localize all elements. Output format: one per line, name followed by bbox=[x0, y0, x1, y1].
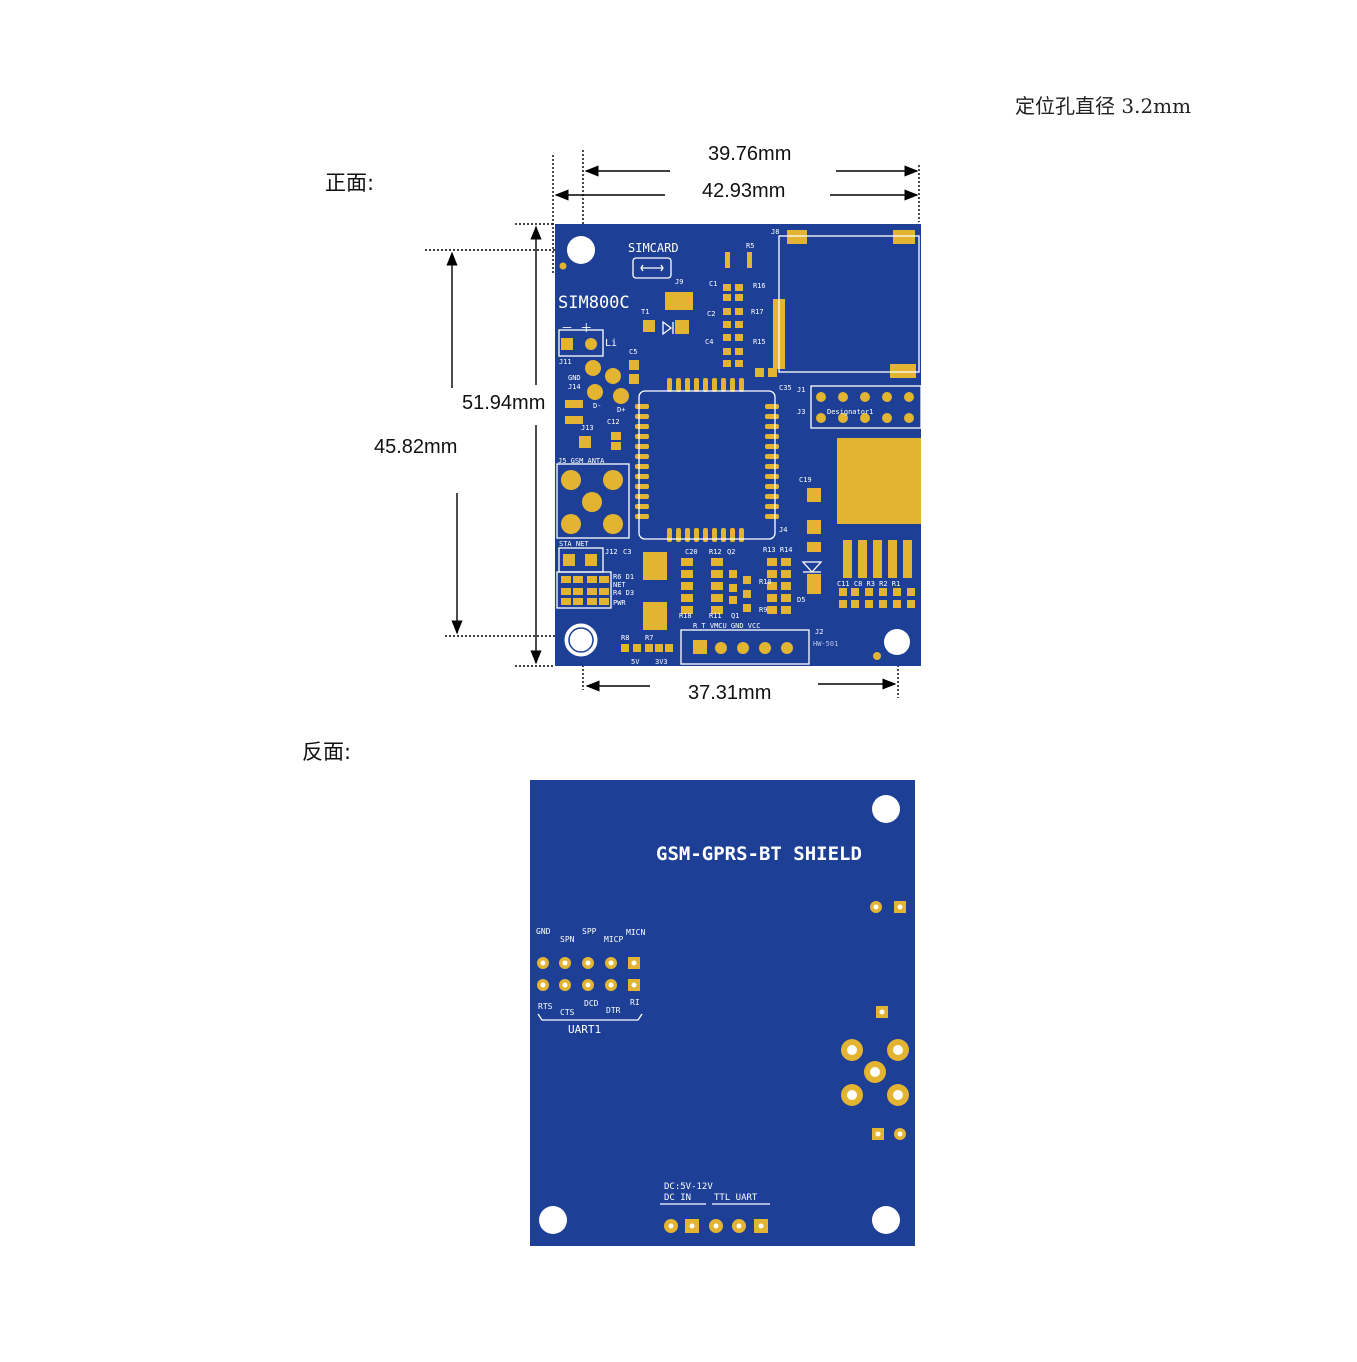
back-pin-ri: RI bbox=[630, 998, 640, 1007]
silk-q2: Q2 bbox=[727, 548, 735, 556]
pcb-back-substrate bbox=[530, 780, 915, 1246]
silk-d-plus: D+ bbox=[617, 406, 625, 414]
silk-r5: R5 bbox=[746, 242, 754, 250]
back-pin-gnd: GND bbox=[536, 927, 551, 936]
silk-c4: C4 bbox=[705, 338, 713, 346]
silk-j5-gsm-anta: J5 GSM ANTA bbox=[558, 457, 605, 465]
silk-r16: R16 bbox=[753, 282, 766, 290]
back-board-title: GSM-GPRS-BT SHIELD bbox=[656, 843, 862, 865]
silk-r13-r14: R13 R14 bbox=[763, 546, 793, 554]
back-ttl-uart: TTL UART bbox=[714, 1193, 758, 1203]
back-pin-rts: RTS bbox=[538, 1002, 553, 1011]
silk-r8: R8 bbox=[621, 634, 629, 642]
silk-c20: C20 bbox=[685, 548, 698, 556]
silk-pwr: PWR bbox=[613, 599, 626, 607]
silk-sta-net: STA NET bbox=[559, 540, 589, 548]
silk-r7: R7 bbox=[645, 634, 653, 642]
silk-hw-501: HW-501 bbox=[813, 640, 838, 648]
back-mount-hole-top-right bbox=[872, 795, 900, 823]
pcb-back: GSM-GPRS-BT SHIELD GND SPN SPP MICP MICN… bbox=[530, 780, 915, 1246]
back-pin-spp: SPP bbox=[582, 927, 597, 936]
back-pin-dcd: DCD bbox=[584, 999, 599, 1008]
silk-r4-d3: R4 D3 bbox=[613, 589, 634, 597]
front-silkscreen bbox=[556, 235, 921, 665]
silk-li: Li bbox=[605, 338, 617, 349]
silk-j1: J1 bbox=[797, 386, 805, 394]
silk-polarity: － ＋ bbox=[561, 321, 592, 335]
silk-c1: C1 bbox=[709, 280, 717, 288]
silk-r18: R18 bbox=[679, 612, 692, 620]
dim-left-inner: 45.82mm bbox=[374, 436, 458, 458]
back-silkscreen bbox=[537, 1013, 770, 1205]
silk-r17: R17 bbox=[751, 308, 764, 316]
silk-simcard: SIMCARD bbox=[628, 241, 679, 255]
silk-r9: R9 bbox=[759, 606, 767, 614]
silk-r11: R11 bbox=[709, 612, 722, 620]
silk-c12: C12 bbox=[607, 418, 620, 426]
silk-c11-r1: C11 C8 R3 R2 R1 bbox=[837, 580, 900, 588]
dim-left-outer: 51.94mm bbox=[462, 392, 546, 414]
silk-3v3: 3V3 bbox=[655, 658, 668, 666]
silk-r6-d1: R6 D1 bbox=[613, 573, 634, 581]
silk-uart-header: R T VMCU GND VCC bbox=[693, 622, 760, 630]
dim-bottom: 37.31mm bbox=[688, 682, 772, 704]
back-pin-micn: MICN bbox=[626, 928, 645, 937]
silk-j4: J4 bbox=[779, 526, 787, 534]
silk-d5: D5 bbox=[797, 596, 805, 604]
dim-top-inner: 39.76mm bbox=[708, 143, 792, 165]
silk-j14: J14 bbox=[568, 383, 581, 391]
back-dc-voltage: DC:5V-12V bbox=[664, 1182, 713, 1192]
back-mount-hole-bottom-right bbox=[872, 1206, 900, 1234]
silk-designator: Designator1 bbox=[827, 408, 873, 416]
back-copper bbox=[537, 901, 909, 1233]
silk-d-minus: D- bbox=[593, 402, 601, 410]
silk-j8: J8 bbox=[771, 228, 779, 236]
back-pin-micp: MICP bbox=[604, 935, 623, 944]
silk-5v: 5V bbox=[631, 658, 640, 666]
back-pin-dtr: DTR bbox=[606, 1006, 621, 1015]
silk-j2: J2 bbox=[815, 628, 823, 636]
silk-j13: J13 bbox=[581, 424, 594, 432]
dim-top-outer: 42.93mm bbox=[702, 180, 786, 202]
silk-gnd: GND bbox=[568, 374, 581, 382]
back-pin-cts: CTS bbox=[560, 1008, 575, 1017]
silk-c19: C19 bbox=[799, 476, 812, 484]
mount-hole-bottom-left bbox=[564, 623, 598, 657]
silk-r12: R12 bbox=[709, 548, 722, 556]
back-pad-holes bbox=[540, 904, 903, 1229]
silk-c3: C3 bbox=[623, 548, 631, 556]
silk-j12: J12 bbox=[605, 548, 618, 556]
mounting-hole-note: 定位孔直径 3.2mm bbox=[1015, 94, 1192, 118]
pcb-front: SIMCARD SIM800C － ＋ Li J8 R5 J9 T1 C1 R1… bbox=[555, 224, 921, 666]
silk-module-name: SIM800C bbox=[558, 293, 630, 313]
silk-net: NET bbox=[613, 581, 626, 589]
silk-c2: C2 bbox=[707, 310, 715, 318]
back-dc-in: DC IN bbox=[664, 1193, 691, 1203]
front-side-label: 正面: bbox=[325, 171, 375, 195]
silk-c35: C35 bbox=[779, 384, 792, 392]
silk-r15: R15 bbox=[753, 338, 766, 346]
back-pin-spn: SPN bbox=[560, 935, 575, 944]
silk-t1: T1 bbox=[641, 308, 649, 316]
mount-hole-bottom-right bbox=[884, 629, 910, 655]
silk-j11: J11 bbox=[559, 358, 572, 366]
back-uart1-label: UART1 bbox=[568, 1023, 601, 1036]
mount-hole-top-left bbox=[567, 236, 595, 264]
silk-j9: J9 bbox=[675, 278, 683, 286]
silk-q1: Q1 bbox=[731, 612, 739, 620]
back-side-label: 反面: bbox=[302, 740, 352, 764]
silk-j3: J3 bbox=[797, 408, 805, 416]
back-mount-hole-bottom-left bbox=[539, 1206, 567, 1234]
silk-c5: C5 bbox=[629, 348, 637, 356]
silk-r10: R10 bbox=[759, 578, 772, 586]
